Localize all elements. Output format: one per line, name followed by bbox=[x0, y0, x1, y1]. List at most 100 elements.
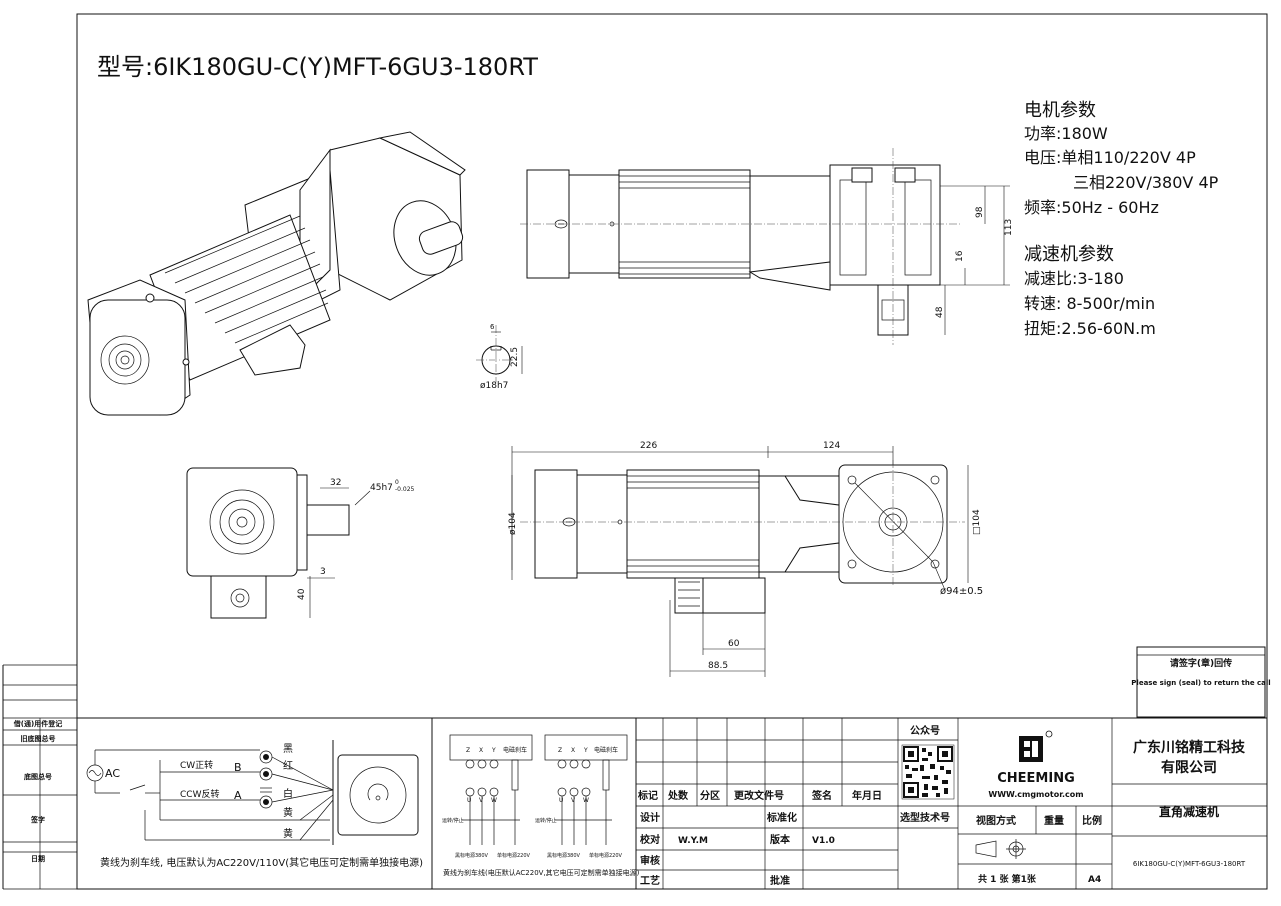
tb-website: WWW.cmgmotor.com bbox=[988, 790, 1083, 799]
shaft-section-detail: 22.5 ø18h7 6 bbox=[476, 323, 523, 391]
dim-fit-upper: 0 bbox=[395, 479, 399, 486]
wiring-a: A bbox=[234, 789, 242, 802]
dim-sq104: □104 bbox=[972, 509, 982, 535]
tb-standard: 标准化 bbox=[766, 811, 797, 824]
dim-fit-lower: -0.025 bbox=[395, 486, 415, 493]
voltage-spec-1: 电压:单相110/220V 4P bbox=[1024, 148, 1196, 167]
torque-spec: 扭矩:2.56-60N.m bbox=[1024, 319, 1156, 338]
dim-113: 113 bbox=[1004, 219, 1014, 236]
w2-z: Z bbox=[466, 747, 470, 754]
seal-cn: 请签字(章)回传 bbox=[1170, 657, 1232, 669]
wiring-diagram-main: AC CW正转 CCW反转 B A 黑 红 白 黄 黄 黄线 bbox=[86, 718, 433, 889]
w2-v: V bbox=[479, 797, 484, 804]
dim-22-5: 22.5 bbox=[510, 347, 520, 367]
tb-version-val: V1.0 bbox=[812, 836, 835, 846]
tb-change-doc: 更改文件号 bbox=[734, 789, 784, 802]
wiring-diagram-three-phase: Z X Y 电磁刹车 Z X Y 电磁刹车 U V W U V W 运转/停止 … bbox=[442, 718, 640, 889]
dim-98: 98 bbox=[975, 206, 985, 218]
tb-select-tech: 选型技术号 bbox=[900, 811, 950, 824]
seal-en: Please sign (seal) to return the call bbox=[1131, 679, 1270, 687]
wiring-note: 黄线为刹车线, 电压默认为AC220V/110V(其它电压可定制需单独接电源) bbox=[100, 856, 423, 869]
seal-box: 请签字(章)回传 Please sign (seal) to return th… bbox=[1131, 646, 1271, 718]
tb-scale: 比例 bbox=[1082, 814, 1102, 827]
tb-brand: CHEEMING bbox=[997, 771, 1075, 786]
w2-x-b: X bbox=[571, 747, 575, 754]
wiring-ccw: CCW反转 bbox=[180, 788, 219, 800]
dim-60: 60 bbox=[728, 639, 740, 649]
model-title: 型号:6IK180GU-C(Y)MFT-6GU3-180RT bbox=[97, 53, 538, 81]
w2-run-stop: 运转/停止 bbox=[442, 817, 464, 824]
speed-spec: 转速: 8-500r/min bbox=[1024, 294, 1155, 313]
borrow-reg-label: 借(通)用件登记 bbox=[13, 719, 62, 728]
w2-w: W bbox=[491, 797, 497, 804]
date-label: 日期 bbox=[31, 854, 45, 863]
wire-yellow-2: 黄 bbox=[283, 827, 293, 840]
w2-y-b: Y bbox=[583, 747, 588, 754]
tb-count: 处数 bbox=[667, 789, 689, 802]
wiring-ac: AC bbox=[105, 767, 120, 780]
tb-checker: W.Y.M bbox=[678, 836, 708, 846]
qr-code bbox=[901, 744, 955, 800]
tb-model-small: 6IK180GU-C(Y)MFT-6GU3-180RT bbox=[1133, 860, 1246, 868]
dim-phi18: ø18h7 bbox=[480, 381, 508, 391]
wire-yellow-1: 黄 bbox=[283, 806, 293, 819]
tb-zone: 分区 bbox=[700, 789, 720, 802]
dim-124: 124 bbox=[823, 441, 840, 451]
tb-product: 直角减速机 bbox=[1159, 804, 1219, 819]
front-view: 32 45h7 0 -0.025 3 40 bbox=[186, 467, 415, 619]
dim-phi104: ø104 bbox=[508, 512, 518, 535]
title-block: 公众号 选型技术号 标记 处数 分区 更改文件号 签名 年月日 设计 标准化 校… bbox=[636, 718, 1267, 889]
w2-note: 黄线为刹车线(电压默认AC220V,其它电压可定制需单独接电源) bbox=[443, 868, 640, 877]
isometric-motor-view bbox=[87, 131, 466, 416]
tb-version: 版本 bbox=[770, 833, 791, 846]
motor-params-title: 电机参数 bbox=[1024, 100, 1096, 121]
w2-u: U bbox=[467, 797, 471, 804]
tb-craft: 工艺 bbox=[640, 874, 660, 887]
spec-block: 电机参数 功率:180W 电压:单相110/220V 4P 三相220V/380… bbox=[1024, 100, 1219, 338]
w2-u-b: U bbox=[559, 797, 563, 804]
dim-226: 226 bbox=[640, 441, 657, 451]
w2-v-b: V bbox=[571, 797, 576, 804]
ratio-spec: 减速比:3-180 bbox=[1024, 269, 1124, 288]
w2-w-b: W bbox=[583, 797, 589, 804]
w2-black-power: 黑标电源380V bbox=[455, 852, 489, 859]
dim-6: 6 bbox=[490, 323, 495, 331]
wiring-cw: CW正转 bbox=[180, 759, 213, 771]
power-spec: 功率:180W bbox=[1024, 124, 1108, 143]
frequency-spec: 频率:50Hz - 60Hz bbox=[1024, 198, 1159, 217]
tb-weight: 重量 bbox=[1044, 814, 1064, 827]
tb-sheets: 共 1 张 第1张 bbox=[978, 873, 1037, 885]
dim-48: 48 bbox=[935, 306, 945, 318]
sign-label: 签字 bbox=[30, 815, 45, 824]
tb-view-method: 视图方式 bbox=[976, 814, 1016, 827]
tb-company-line2: 有限公司 bbox=[1161, 759, 1217, 776]
wire-black: 黑 bbox=[283, 743, 293, 755]
w2-yellow-power: 单标电源220V bbox=[497, 852, 531, 859]
w2-yellow-power-b: 单标电源220V bbox=[589, 852, 623, 859]
cheeming-logo bbox=[1019, 730, 1053, 762]
dim-16: 16 bbox=[955, 250, 965, 262]
gear-params-title: 减速机参数 bbox=[1024, 244, 1114, 265]
tb-design: 设计 bbox=[640, 811, 660, 824]
tb-date: 年月日 bbox=[852, 789, 882, 802]
wiring-b: B bbox=[234, 761, 242, 774]
left-margin-table: 借(通)用件登记 旧底图总号 底图总号 签字 日期 bbox=[3, 664, 77, 890]
w2-brake: 电磁刹车 bbox=[503, 746, 527, 754]
dim-3: 3 bbox=[320, 567, 326, 577]
dim-fit: 45h7 bbox=[370, 483, 393, 493]
drawing-frame bbox=[76, 13, 1268, 890]
tb-signature: 签名 bbox=[811, 789, 832, 802]
tb-check: 校对 bbox=[640, 833, 660, 846]
voltage-spec-2: 三相220V/380V 4P bbox=[1073, 173, 1219, 192]
dim-88-5: 88.5 bbox=[708, 661, 728, 671]
w2-y: Y bbox=[491, 747, 496, 754]
side-view: 113 98 16 48 bbox=[520, 148, 1014, 345]
base-map-label: 旧底图总号 bbox=[21, 734, 56, 743]
dim-phi94: ø94±0.5 bbox=[940, 586, 983, 597]
tb-mark: 标记 bbox=[637, 789, 658, 802]
wire-white: 白 bbox=[283, 787, 293, 800]
tb-review: 审核 bbox=[640, 854, 660, 867]
w2-x: X bbox=[479, 747, 483, 754]
tb-approve: 批准 bbox=[770, 874, 790, 887]
w2-z-b: Z bbox=[558, 747, 562, 754]
